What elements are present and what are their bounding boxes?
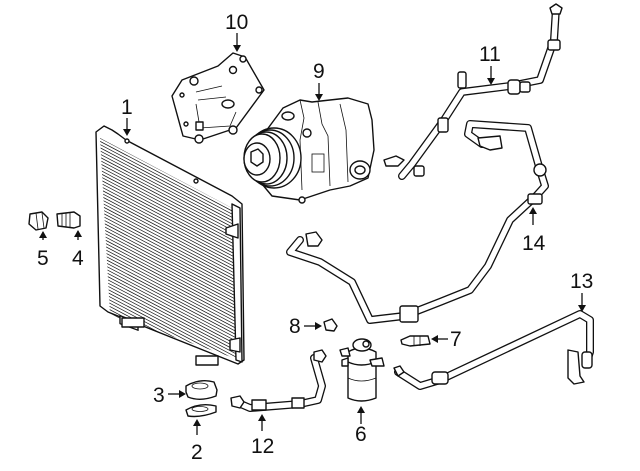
condenser-fin-line (100, 206, 240, 285)
callout-label-8: 8 (289, 315, 301, 338)
condenser-fin-line (100, 228, 240, 308)
discharge-hose-part[interactable] (286, 120, 549, 324)
callout-4: 4 (72, 230, 84, 270)
condenser-fin-line (100, 241, 240, 320)
condenser-fin-line (100, 190, 240, 269)
callout-label-4: 4 (72, 247, 84, 270)
condenser-fin-line (100, 145, 240, 224)
callout-label-3: 3 (153, 384, 165, 407)
callout-label-2: 2 (191, 441, 203, 464)
callout-13: 13 (570, 270, 593, 312)
condenser-fin-line (100, 244, 240, 324)
fitting-part-4[interactable] (56, 211, 81, 229)
condenser-fin-line (100, 170, 240, 250)
callout-7: 7 (431, 328, 462, 351)
condenser-fin-line (100, 151, 240, 231)
condenser-fin-line (100, 263, 240, 343)
condenser-fin-line (100, 266, 240, 346)
callout-label-6: 6 (355, 423, 367, 446)
condenser-fin-line (100, 234, 240, 314)
condenser-fin-line (100, 193, 240, 272)
cap-part-5[interactable] (28, 211, 49, 231)
suction-hose-part[interactable] (383, 3, 563, 180)
condenser-fin-line (100, 222, 240, 301)
callout-1: 1 (121, 96, 133, 136)
condenser-fin-line (100, 250, 240, 330)
callout-6: 6 (355, 406, 367, 446)
callout-label-12: 12 (251, 435, 274, 458)
condenser-fin-line (100, 186, 240, 266)
condenser-fin-line (100, 161, 240, 240)
condenser-fin-line (100, 177, 240, 256)
callout-label-10: 10 (225, 11, 248, 34)
condenser-fin-line (100, 215, 240, 295)
condenser-fin-line (100, 142, 240, 221)
condenser-fin-line (100, 279, 240, 359)
condenser-fin-line (100, 174, 240, 253)
condenser-fin-line (100, 257, 240, 336)
condenser-fin-line (100, 295, 240, 360)
condenser-fin-line (100, 238, 240, 317)
callout-label-11: 11 (479, 43, 501, 66)
condenser-fin-line (100, 260, 240, 340)
condenser-fin-line (100, 164, 240, 244)
condenser-fin-line (100, 231, 240, 311)
condenser-fins (100, 138, 240, 360)
condenser-fin-line (100, 218, 240, 298)
condenser-fin-line (100, 180, 240, 260)
callout-5: 5 (37, 231, 49, 270)
callout-2: 2 (191, 419, 203, 464)
callout-3: 3 (153, 384, 186, 407)
condenser-fin-line (100, 154, 240, 234)
compressor-part[interactable] (243, 97, 375, 204)
callout-10: 10 (225, 11, 248, 52)
condenser-fin-line (100, 254, 240, 333)
condenser-fin-line (100, 282, 240, 360)
condenser-fin-line (100, 276, 240, 356)
upper-insulator-part[interactable] (185, 379, 218, 400)
condenser-fin-line (100, 196, 240, 276)
callout-label-14: 14 (522, 232, 546, 255)
callout-11: 11 (479, 43, 501, 85)
callout-label-9: 9 (313, 60, 325, 83)
callout-9: 9 (313, 60, 325, 101)
condenser-fin-line (100, 270, 240, 349)
condenser-fin-line (100, 183, 240, 263)
callout-12: 12 (251, 414, 274, 458)
compressor-bracket-part[interactable] (171, 52, 265, 144)
pressure-switch-part[interactable] (400, 335, 431, 347)
callout-label-5: 5 (37, 247, 49, 270)
condenser-fin-line (100, 286, 240, 360)
condenser-fin-line (100, 138, 240, 218)
condenser-fin-line (100, 225, 240, 304)
condenser-fin-line (100, 273, 240, 352)
condenser-line-part[interactable] (230, 349, 327, 412)
receiver-drier-part[interactable] (339, 338, 385, 402)
condenser-fin-line (100, 209, 240, 288)
lower-insulator-part[interactable] (185, 403, 217, 418)
condenser-fin-line (100, 167, 240, 247)
condenser-part[interactable] (95, 125, 245, 403)
condenser-fin-line (100, 247, 240, 327)
callout-14: 14 (522, 207, 546, 255)
callout-label-1: 1 (121, 96, 133, 119)
condenser-fin-line (100, 199, 240, 279)
liquid-line-part[interactable] (393, 310, 594, 390)
callout-label-7: 7 (450, 328, 462, 351)
condenser-fin-line (100, 212, 240, 292)
cap-part-8[interactable] (323, 318, 338, 332)
condenser-fin-line (100, 148, 240, 228)
condenser-fin-line (100, 158, 240, 237)
condenser-fin-line (100, 202, 240, 282)
callout-8: 8 (289, 315, 322, 338)
callout-label-13: 13 (570, 270, 593, 293)
